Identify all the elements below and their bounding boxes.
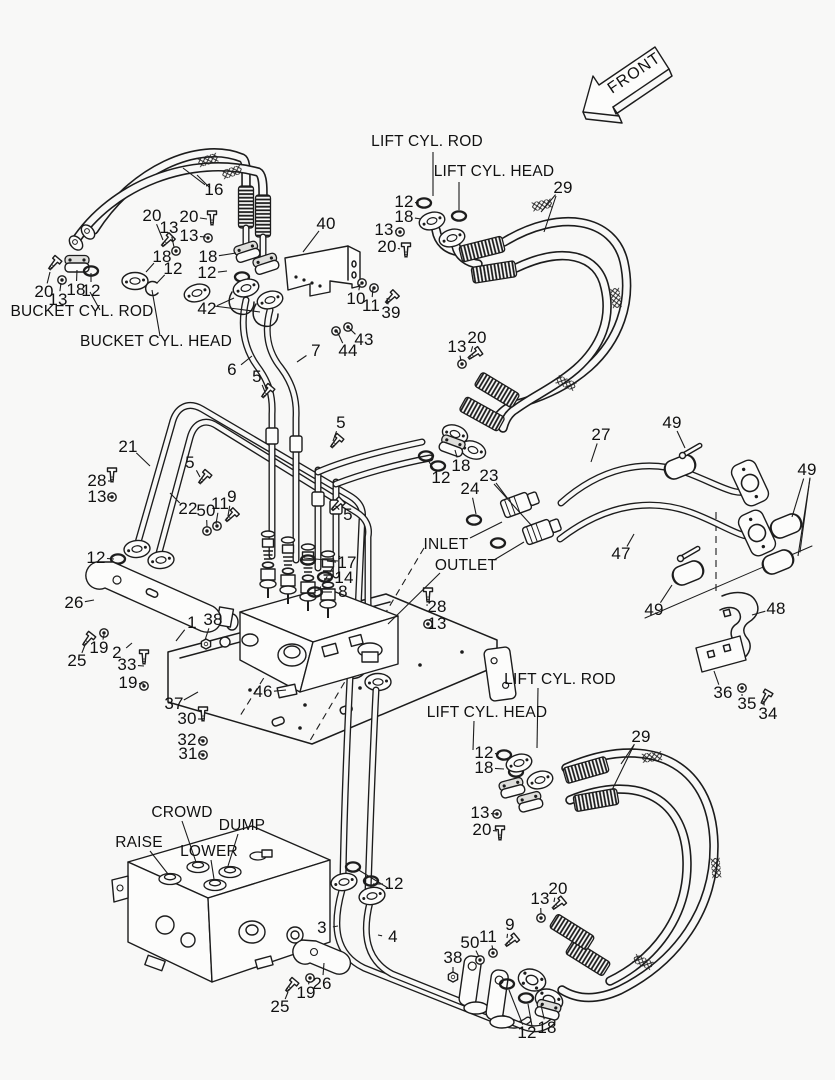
bucket-pipes	[239, 296, 434, 579]
front-arrow: FRONT	[582, 46, 673, 124]
bottom-pipes	[282, 861, 556, 1033]
lift-hoses-top	[395, 197, 632, 472]
control-valve	[106, 467, 434, 699]
left-flange-group	[79, 382, 346, 760]
bracket-48	[695, 591, 774, 707]
callout-leader-lines	[46, 152, 805, 1025]
lift-hoses-bottom	[447, 748, 722, 1022]
inlet-outlet-pipes	[465, 441, 811, 589]
bracket-40	[284, 245, 400, 336]
bucket-hoses	[45, 148, 286, 328]
down-pipes	[339, 674, 380, 896]
extra-leaders	[196, 174, 811, 1027]
